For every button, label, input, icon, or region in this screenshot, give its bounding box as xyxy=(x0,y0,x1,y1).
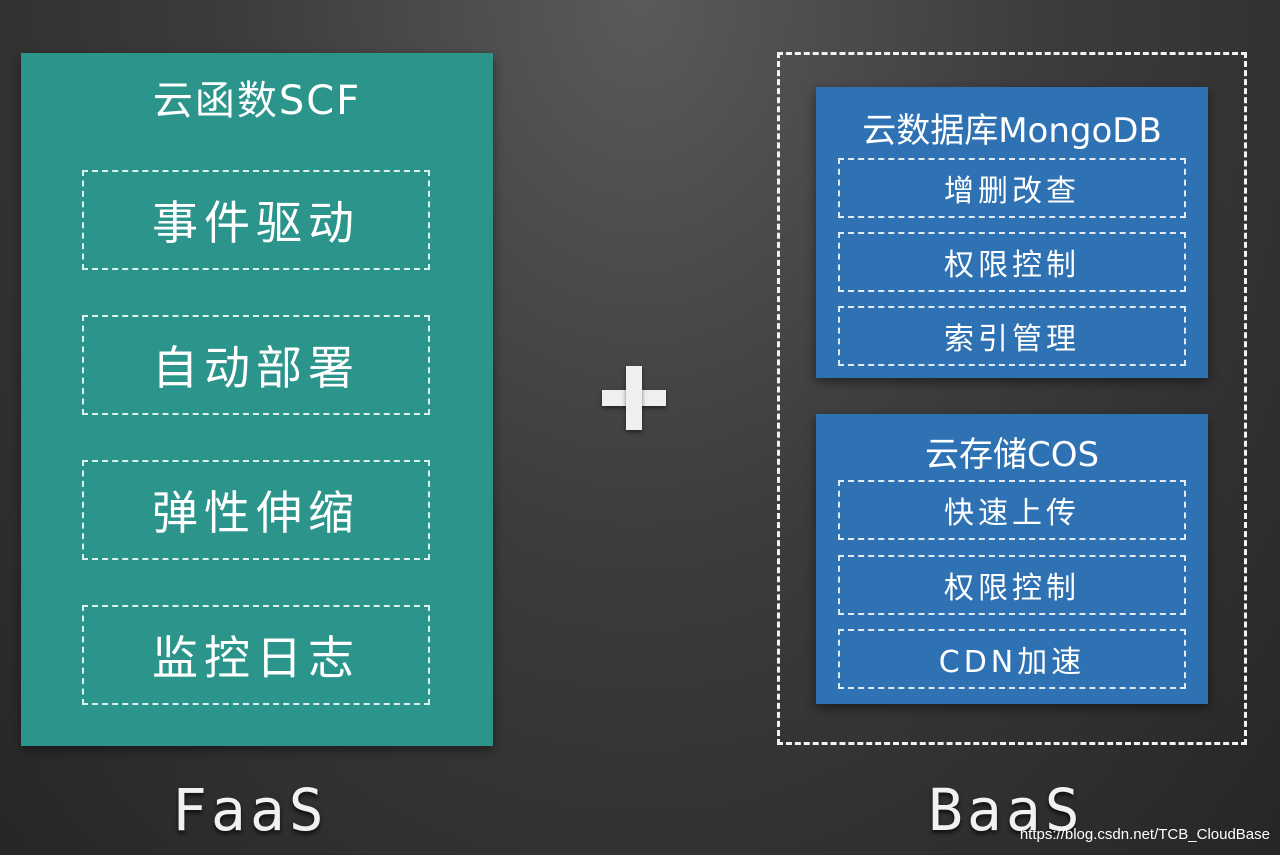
faas-card xyxy=(21,53,493,746)
database-item-index: 索引管理 xyxy=(838,306,1186,366)
database-item-permission: 权限控制 xyxy=(838,232,1186,292)
storage-card: 云存储COS 快速上传 权限控制 CDN加速 xyxy=(816,414,1208,704)
storage-item-upload: 快速上传 xyxy=(838,480,1186,540)
storage-item-cdn: CDN加速 xyxy=(838,629,1186,689)
faas-item-event-driven: 事件驱动 xyxy=(82,170,430,270)
storage-item-permission: 权限控制 xyxy=(838,555,1186,615)
database-card: 云数据库MongoDB 增删改查 权限控制 索引管理 xyxy=(816,87,1208,378)
storage-title: 云存储COS xyxy=(924,435,1100,475)
faas-item-elastic-scaling: 弹性伸缩 xyxy=(82,460,430,560)
watermark-url: https://blog.csdn.net/TCB_CloudBase xyxy=(1019,826,1270,843)
plus-icon xyxy=(598,362,670,434)
faas-item-monitoring-logs: 监控日志 xyxy=(82,605,430,705)
faas-label: FaaS xyxy=(172,776,328,844)
database-title: 云数据库MongoDB xyxy=(862,111,1162,151)
faas-title: 云函数SCF xyxy=(152,78,362,124)
faas-item-auto-deploy: 自动部署 xyxy=(82,315,430,415)
database-item-crud: 增删改查 xyxy=(838,158,1186,218)
baas-label: BaaS xyxy=(928,776,1084,844)
baas-group-frame xyxy=(777,52,1247,745)
